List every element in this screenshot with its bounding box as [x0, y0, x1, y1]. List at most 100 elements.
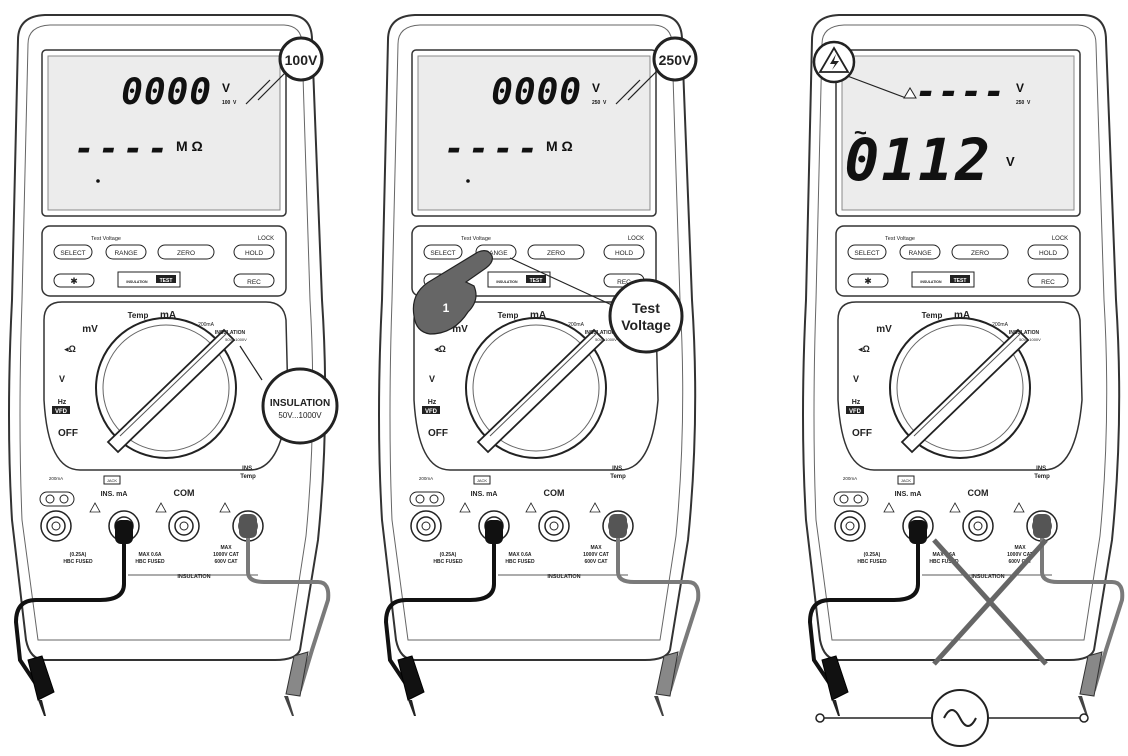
jack-label-temp: Temp — [610, 474, 626, 480]
dial-dc-volts: V — [59, 374, 65, 384]
lcd-bottom-readout: ---- — [444, 129, 542, 169]
insulation-jacks-label: INSULATION — [547, 574, 580, 580]
test-label-bg — [950, 275, 970, 283]
warning-triangle-icon-1 — [89, 502, 101, 513]
callout-250v-leader-2 — [615, 79, 641, 105]
callout-100v-leader-2 — [245, 79, 271, 105]
cat-1000v: 1000V CAT — [1007, 552, 1033, 558]
lcd-bezel — [835, 49, 1081, 217]
lcd-bottom-unit: M Ω — [546, 138, 573, 154]
dial-mv: mV — [876, 324, 892, 335]
lcd-ac-symbol: ~ — [854, 120, 867, 145]
lcd-bottom-readout: ---- — [74, 129, 172, 169]
warning-triangle-icon-2 — [155, 502, 167, 513]
button-label-zero: ZERO — [547, 250, 565, 257]
black-test-lead — [383, 524, 496, 692]
jack-label-ins-ma: INS. mA — [471, 491, 498, 498]
ac-sine-icon — [943, 709, 977, 727]
dial-insulation: INSULATION — [585, 330, 616, 336]
jack-3-core — [973, 521, 983, 531]
aux-socket-left — [839, 494, 849, 504]
dial-continuity-ohm: ◂Ω — [434, 344, 446, 354]
jack-3-core — [179, 521, 189, 531]
lcd-screen — [47, 55, 281, 211]
meter-inner-outline — [389, 24, 684, 641]
aux-socket-right — [853, 494, 863, 504]
dial-insulation-range: 50V...1000V — [595, 337, 617, 342]
dial-hz: Hz — [852, 399, 861, 406]
button-label-zero: ZERO — [177, 250, 195, 257]
jack-3-core — [549, 521, 559, 531]
gray-test-lead — [1040, 524, 1125, 692]
gray-plug — [609, 514, 627, 538]
fuse-left-rating: (0.25A) — [440, 552, 457, 558]
button-select — [423, 244, 463, 260]
black-plug — [115, 520, 133, 544]
pressing-finger-icon — [412, 250, 493, 335]
callout-test-voltage-leader — [509, 257, 615, 307]
jack-label-200ma: 200mA — [419, 476, 433, 481]
jack-1-core — [421, 521, 431, 531]
warning-triangle-icon-3 — [219, 502, 231, 513]
dial-dc-volts: V — [429, 374, 435, 384]
test-label: TEST — [954, 278, 967, 284]
dial-ma: mA — [160, 310, 176, 321]
gray-probe-grip — [285, 651, 309, 697]
button-select — [53, 244, 93, 260]
jack-tag-label: JACK — [107, 478, 118, 483]
black-probe-tip — [38, 700, 46, 716]
black-probe-tip — [832, 700, 840, 716]
cat-600v: 600V CAT — [215, 559, 238, 565]
dial-vfd-bg — [52, 406, 70, 414]
rotary-dial-inner — [102, 324, 230, 452]
dial-pointer-line — [489, 333, 597, 437]
button-label-select: SELECT — [854, 250, 879, 257]
aux-socket-left — [415, 494, 425, 504]
dial-ma: mA — [530, 310, 546, 321]
jack-tag — [103, 475, 121, 485]
jack-1-core — [51, 521, 61, 531]
dial-insulation-range: 50V...1000V — [1019, 337, 1041, 342]
gray-plug — [239, 514, 257, 538]
button-hold — [233, 244, 275, 260]
dial-ma-range: 200mA — [992, 322, 1009, 328]
jack-label-temp: Temp — [1034, 474, 1050, 480]
black-probe-tip — [408, 700, 416, 716]
dial-vfd: VFD — [55, 409, 68, 415]
button-range — [899, 244, 941, 260]
warning-triangle-icon-2 — [949, 502, 961, 513]
dial-temp: Temp — [922, 311, 943, 320]
lcd-bottom-unit: M Ω — [176, 138, 203, 154]
cat-1000v: 1000V CAT — [213, 552, 239, 558]
callout-test-voltage-line-1: Test — [632, 300, 660, 316]
fuse-left-rating: (0.25A) — [864, 552, 881, 558]
prohibited-x-stroke-2 — [932, 538, 1048, 666]
warning-triangle-icon-3 — [589, 502, 601, 513]
button-hold — [1027, 244, 1069, 260]
dial-mv: mV — [82, 324, 98, 335]
rotary-dial-inner — [472, 324, 600, 452]
button-zero — [951, 244, 1009, 260]
fuse-mid-rating: MAX 0.6A — [508, 552, 531, 558]
button-label-hold: HOLD — [615, 250, 633, 257]
callout-test-voltage-line-2: Voltage — [621, 317, 671, 333]
gray-plug — [1033, 514, 1051, 538]
caption-test-voltage: Test Voltage — [461, 236, 491, 242]
warning-callout-leader — [841, 73, 907, 99]
gray-test-lead — [246, 524, 331, 692]
dial-insulation: INSULATION — [215, 330, 246, 336]
caption-lock: LOCK — [628, 236, 644, 242]
dial-hz: Hz — [428, 399, 437, 406]
button-panel — [41, 225, 287, 297]
insulation-test-label: INSULATION — [126, 280, 148, 284]
lcd-top-readout: ---- — [915, 72, 1006, 113]
lcd-warning-icon — [903, 87, 917, 99]
rotary-dial-inner — [896, 324, 1024, 452]
warning-triangle-icon-1 — [459, 502, 471, 513]
circuit-terminal-left — [815, 713, 825, 723]
rec-button-label: REC — [247, 279, 261, 286]
jack-1-core — [845, 521, 855, 531]
jack-label-ins: INS. — [1036, 466, 1048, 472]
aux-socket-right — [429, 494, 439, 504]
jack-label-com: COM — [544, 488, 565, 498]
